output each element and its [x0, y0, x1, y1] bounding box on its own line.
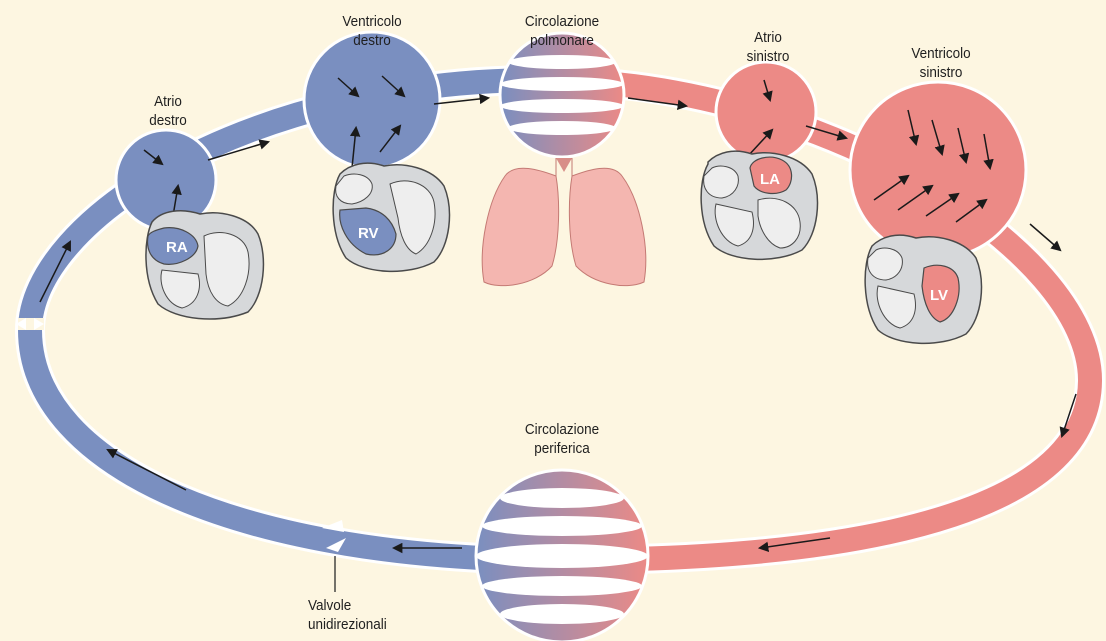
- label-valves: Valvole unidirezionali: [308, 596, 387, 634]
- right-ventricle-chamber: [304, 32, 440, 168]
- tag-lv: LV: [930, 287, 948, 304]
- tag-rv: RV: [358, 225, 379, 242]
- heart-lv: LV: [865, 235, 981, 343]
- heart-ra: RA: [146, 211, 264, 319]
- left-ventricle-chamber: [850, 82, 1026, 258]
- peripheral-circulation-bed: [476, 470, 648, 641]
- lungs-illustration: [482, 158, 645, 286]
- label-left-ventricle: Ventricolo sinistro: [911, 44, 970, 82]
- pulmonary-circulation-bed: [500, 33, 624, 157]
- label-left-atrium: Atrio sinistro: [747, 28, 790, 66]
- label-right-ventricle: Ventricolo destro: [342, 12, 401, 50]
- label-pulmonary-circulation: Circolazione polmonare: [525, 12, 599, 50]
- label-right-atrium: Atrio destro: [149, 92, 187, 130]
- valve-left: [16, 318, 44, 330]
- heart-rv: RV: [333, 163, 449, 271]
- tag-la: LA: [760, 171, 780, 188]
- label-peripheral-circulation: Circolazione periferica: [525, 420, 599, 458]
- heart-la: LA: [701, 151, 817, 259]
- left-atrium-chamber: [716, 62, 816, 162]
- tag-ra: RA: [166, 239, 188, 256]
